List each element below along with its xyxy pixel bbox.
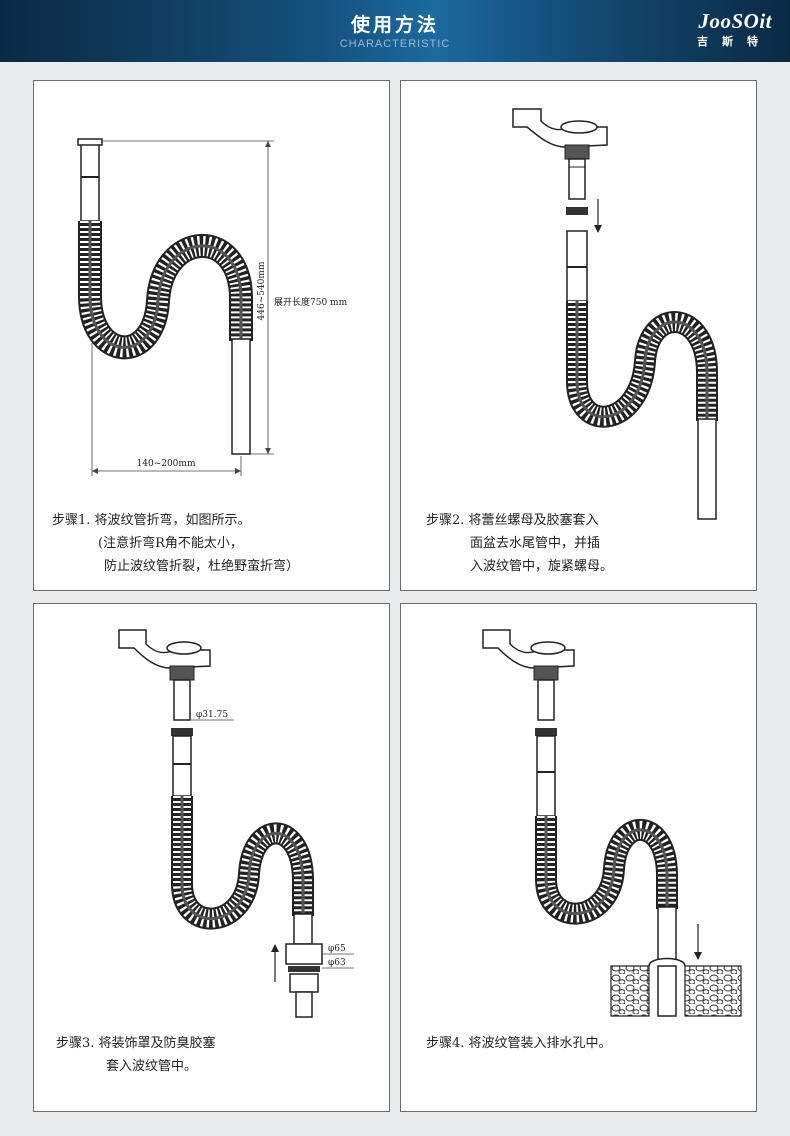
step-4-caption-line: 步骤4. 将波纹管装入排水孔中。 (426, 1036, 612, 1051)
step-4-caption: 步骤4. 将波纹管装入排水孔中。 (426, 1032, 612, 1055)
step-3-outer-diameter-label: φ65 (328, 944, 346, 954)
step-3-caption-line: 步骤3. 将装饰罩及防臭胶塞 (56, 1036, 216, 1051)
step-2-caption: 步骤2. 将蕾丝螺母及胶塞套入 面盆去水尾管中，并插 入波纹管中，旋紧螺母。 (426, 509, 613, 578)
brand-chinese-name: 吉斯特 (697, 35, 772, 48)
step-1-height-label: 446~540mm (257, 261, 267, 320)
step-3-caption: 步骤3. 将装饰罩及防臭胶塞 套入波纹管中。 (56, 1032, 216, 1078)
step-1-length-label: 展开长度750 mm (274, 296, 348, 308)
page-subtitle: CHARACTERISTIC (339, 38, 451, 50)
step-4-panel: 步骤4. 将波纹管装入排水孔中。 (400, 603, 757, 1112)
step-3-inner-diameter-label: φ63 (328, 958, 346, 968)
step-2-caption-line: 步骤2. 将蕾丝螺母及胶塞套入 (426, 513, 599, 528)
step-3-installation-diagram: φ31.75 φ65 φ63 (118, 629, 354, 1018)
brand-name: JooSOit (698, 9, 772, 33)
step-2-panel: 步骤2. 将蕾丝螺母及胶塞套入 面盆去水尾管中，并插 入波纹管中，旋紧螺母。 (400, 80, 757, 591)
step-4-installation-diagram (482, 629, 742, 1017)
step-2-caption-line: 面盆去水尾管中，并插 (470, 536, 601, 551)
step-3-caption-line: 套入波纹管中。 (106, 1059, 198, 1074)
step-1-caption-line: 步骤1. 将波纹管折弯，如图所示。 (52, 513, 251, 528)
header-banner: 使用方法 CHARACTERISTIC JooSOit 吉斯特 (0, 0, 790, 62)
step-1-width-label: 140~200mm (137, 459, 196, 469)
step-1-panel: 446~540mm 展开长度750 mm 140~200mm 步骤1. 将波纹管… (33, 80, 390, 591)
step-1-caption-line: 防止波纹管折裂，杜绝野蛮折弯） (104, 559, 300, 574)
step-1-caption-line: (注意折弯R角不能太小， (98, 536, 243, 551)
step-1-caption: 步骤1. 将波纹管折弯，如图所示。 (注意折弯R角不能太小， 防止波纹管折裂，杜… (52, 509, 299, 578)
brand-logo: JooSOit 吉斯特 (697, 10, 772, 49)
step-2-caption-line: 入波纹管中，旋紧螺母。 (470, 559, 614, 574)
page-title: 使用方法 (350, 14, 439, 36)
step-1-hose-diagram: 446~540mm 展开长度750 mm 140~200mm (77, 138, 348, 476)
step-3-pipe-diameter-label: φ31.75 (196, 710, 228, 720)
step-2-installation-diagram (512, 108, 718, 520)
step-3-panel: φ31.75 φ65 φ63 步骤3. 将装饰罩及防臭胶塞 套入波纹管中。 (33, 603, 390, 1112)
